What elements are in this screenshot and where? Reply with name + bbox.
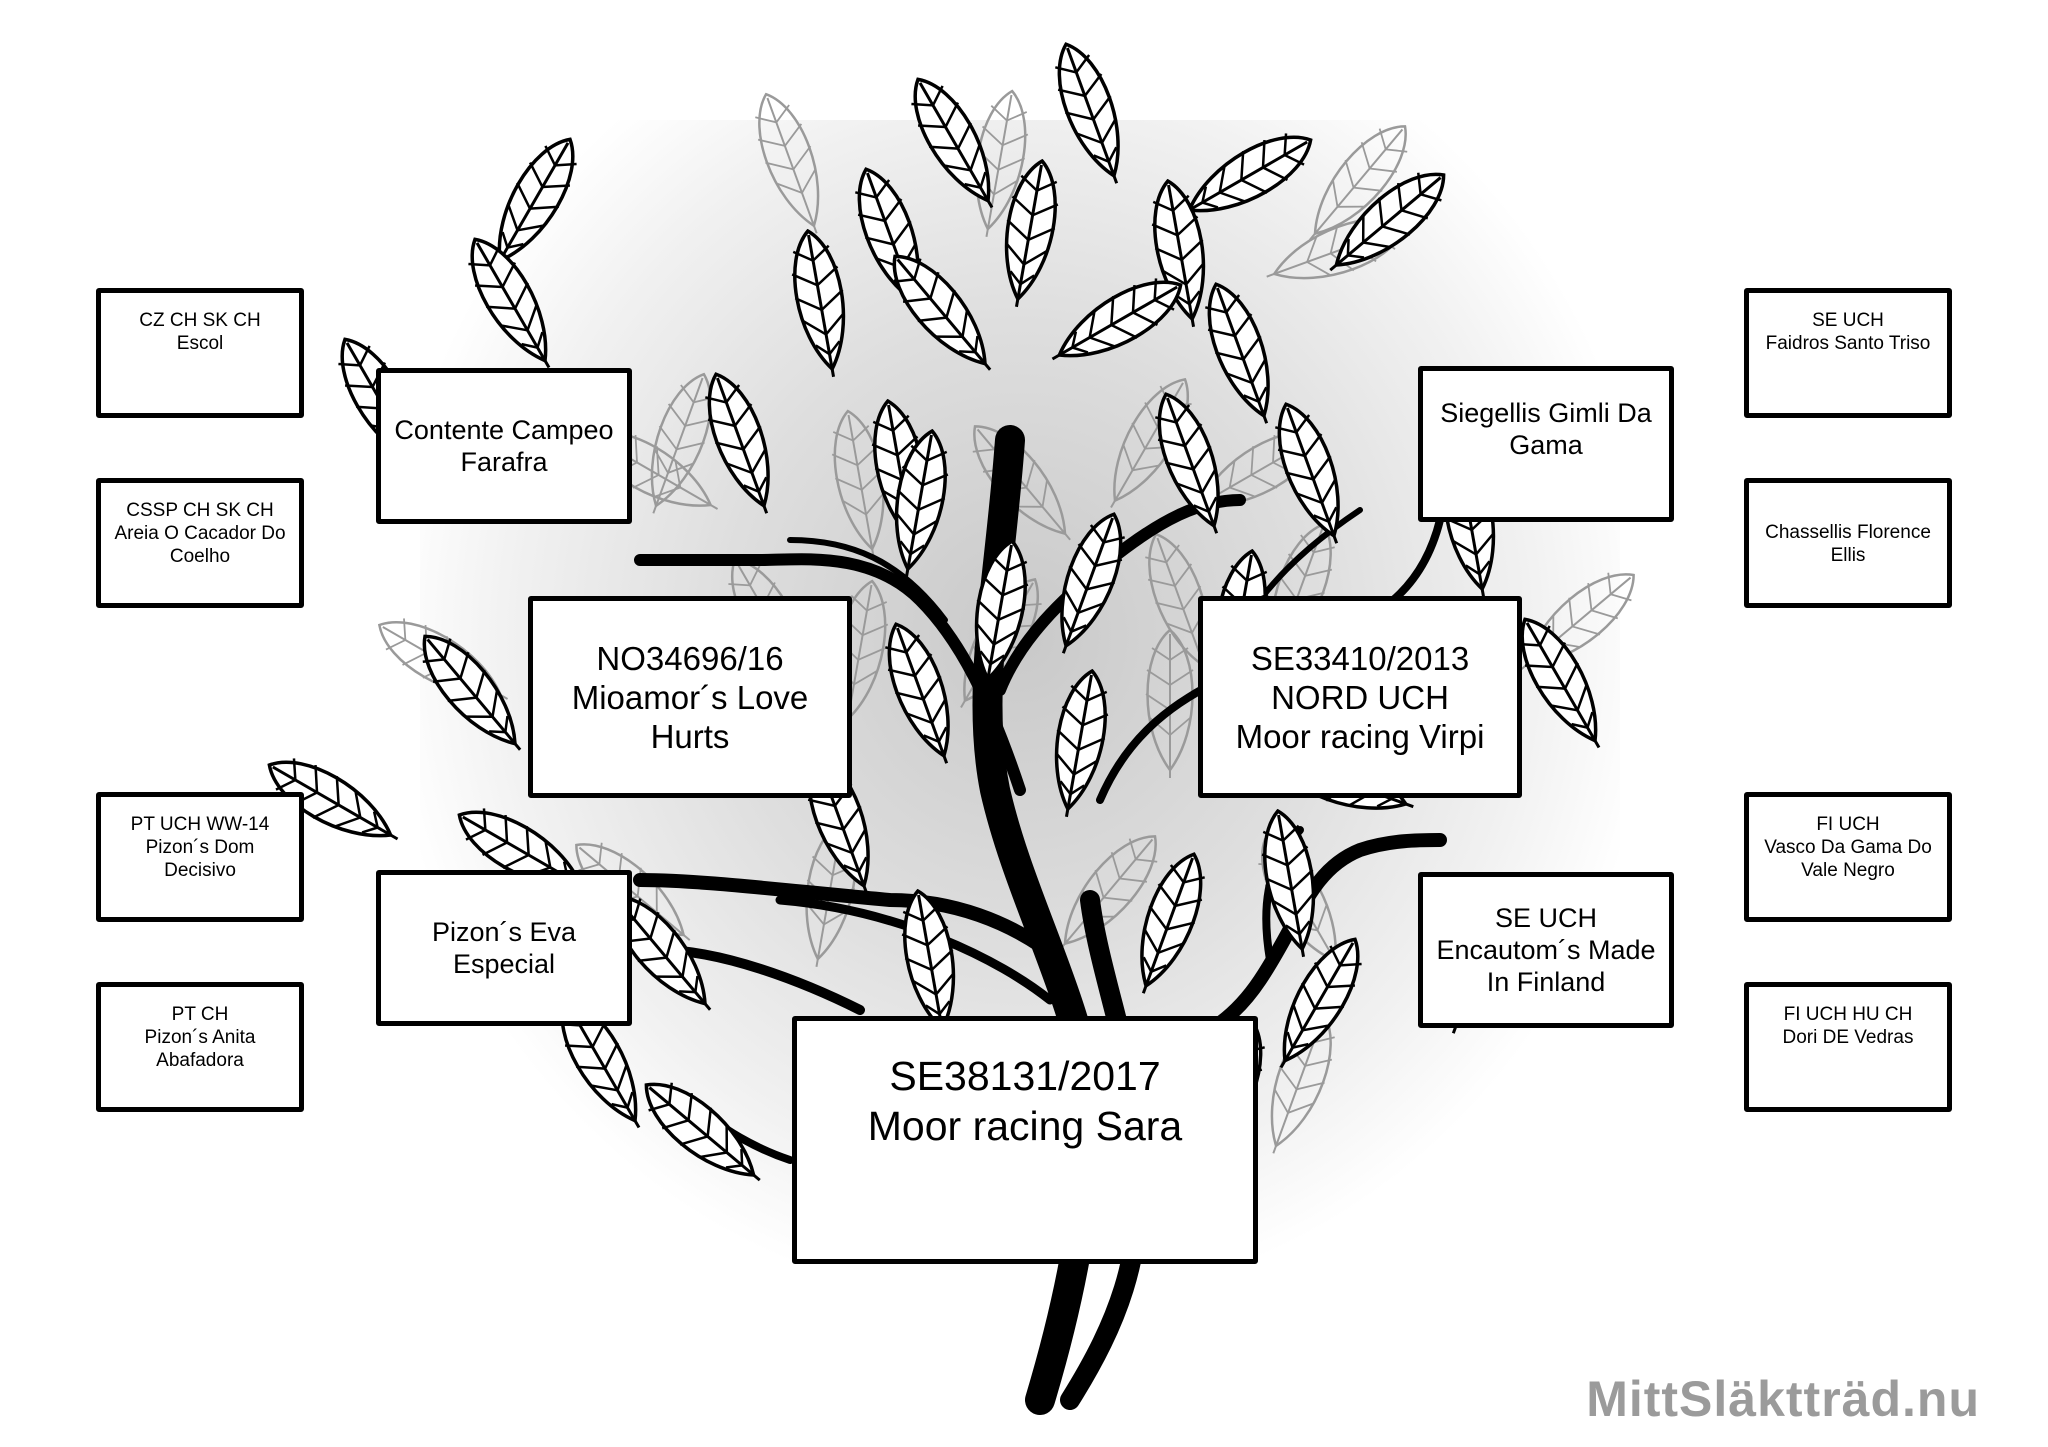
ancestor-box-sire-sire-sire: SE UCH Faidros Santo Triso [1744, 288, 1952, 418]
grandparent-name: Pizon´s Eva [431, 917, 577, 947]
grandparent-name-cont: Especial [452, 949, 556, 979]
ancestor-name-cont: Coelho [169, 546, 231, 567]
grandparent-title: SE UCH [1494, 903, 1597, 933]
grandparent-name-cont: In Finland [1486, 967, 1606, 997]
ancestor-box-dam-dam-dam: PT CH Pizon´s Anita Abafadora [96, 982, 304, 1112]
ancestor-title: PT CH [171, 1004, 229, 1025]
grandparent-name: Siegellis Gimli Da [1440, 398, 1652, 428]
grandparent-box-sire-sire: Siegellis Gimli Da Gama [1418, 366, 1674, 522]
ancestor-name: Dori DE Vedras [1782, 1027, 1914, 1048]
parent-name-cont: Hurts [650, 717, 730, 755]
grandparent-box-sire-dam: SE UCH Encautom´s Made In Finland [1418, 872, 1674, 1028]
ancestor-name: Escol [176, 333, 224, 354]
ancestor-box-dam-sire-sire: CZ CH SK CH Escol [96, 288, 304, 418]
grandparent-box-dam-sire: Contente Campeo Farafra [376, 368, 632, 524]
subject-name: Moor racing Sara [867, 1103, 1183, 1149]
parent-box-dam: NO34696/16 Mioamor´s Love Hurts [528, 596, 852, 798]
grandparent-name: Contente Campeo [394, 415, 614, 445]
ancestor-name: Vasco Da Gama Do [1764, 837, 1932, 858]
ancestor-title: FI UCH HU CH [1783, 1004, 1913, 1025]
ancestor-name-cont: Decisivo [164, 860, 236, 881]
ancestor-name: Pizon´s Dom [145, 837, 255, 858]
ancestor-name: Faidros Santo Triso [1765, 333, 1931, 354]
ancestor-box-sire-dam-dam: FI UCH HU CH Dori DE Vedras [1744, 982, 1952, 1112]
parent-name: Mioamor´s Love [571, 678, 809, 716]
ancestor-title: FI UCH [1816, 814, 1880, 835]
subject-reg-number: SE38131/2017 [889, 1053, 1161, 1099]
parent-reg-number: NO34696/16 [596, 639, 784, 677]
ancestor-name-cont: Abafadora [156, 1050, 244, 1071]
ancestor-name-cont: Ellis [1830, 545, 1866, 566]
grandparent-name-cont: Farafra [460, 447, 548, 477]
grandparent-name-cont: Gama [1509, 430, 1583, 460]
ancestor-box-sire-sire-dam: Chassellis Florence Ellis [1744, 478, 1952, 608]
ancestor-name: Areia O Cacador Do [114, 523, 286, 544]
grandparent-box-dam-dam: Pizon´s Eva Especial [376, 870, 632, 1026]
parent-box-sire: SE33410/2013 NORD UCH Moor racing Virpi [1198, 596, 1522, 798]
grandparent-name: Encautom´s Made [1436, 935, 1656, 965]
ancestor-name-cont: Vale Negro [1801, 860, 1895, 881]
parent-reg-number: SE33410/2013 [1250, 639, 1470, 677]
ancestor-title: CSSP CH SK CH [126, 500, 274, 521]
ancestor-title: SE UCH [1812, 310, 1884, 331]
ancestor-box-dam-dam-sire: PT UCH WW-14 Pizon´s Dom Decisivo [96, 792, 304, 922]
ancestor-title: PT UCH WW-14 [130, 814, 270, 835]
subject-box: SE38131/2017 Moor racing Sara [792, 1016, 1258, 1264]
parent-name: Moor racing Virpi [1235, 717, 1485, 755]
ancestor-name: Pizon´s Anita [144, 1027, 256, 1048]
ancestor-box-sire-dam-sire: FI UCH Vasco Da Gama Do Vale Negro [1744, 792, 1952, 922]
parent-title: NORD UCH [1271, 678, 1449, 716]
ancestor-box-dam-sire-dam: CSSP CH SK CH Areia O Cacador Do Coelho [96, 478, 304, 608]
ancestor-name: Chassellis Florence [1765, 522, 1931, 543]
ancestor-title: CZ CH SK CH [139, 310, 261, 331]
watermark-logo: MittSläktträd.nu [1586, 1371, 1980, 1427]
